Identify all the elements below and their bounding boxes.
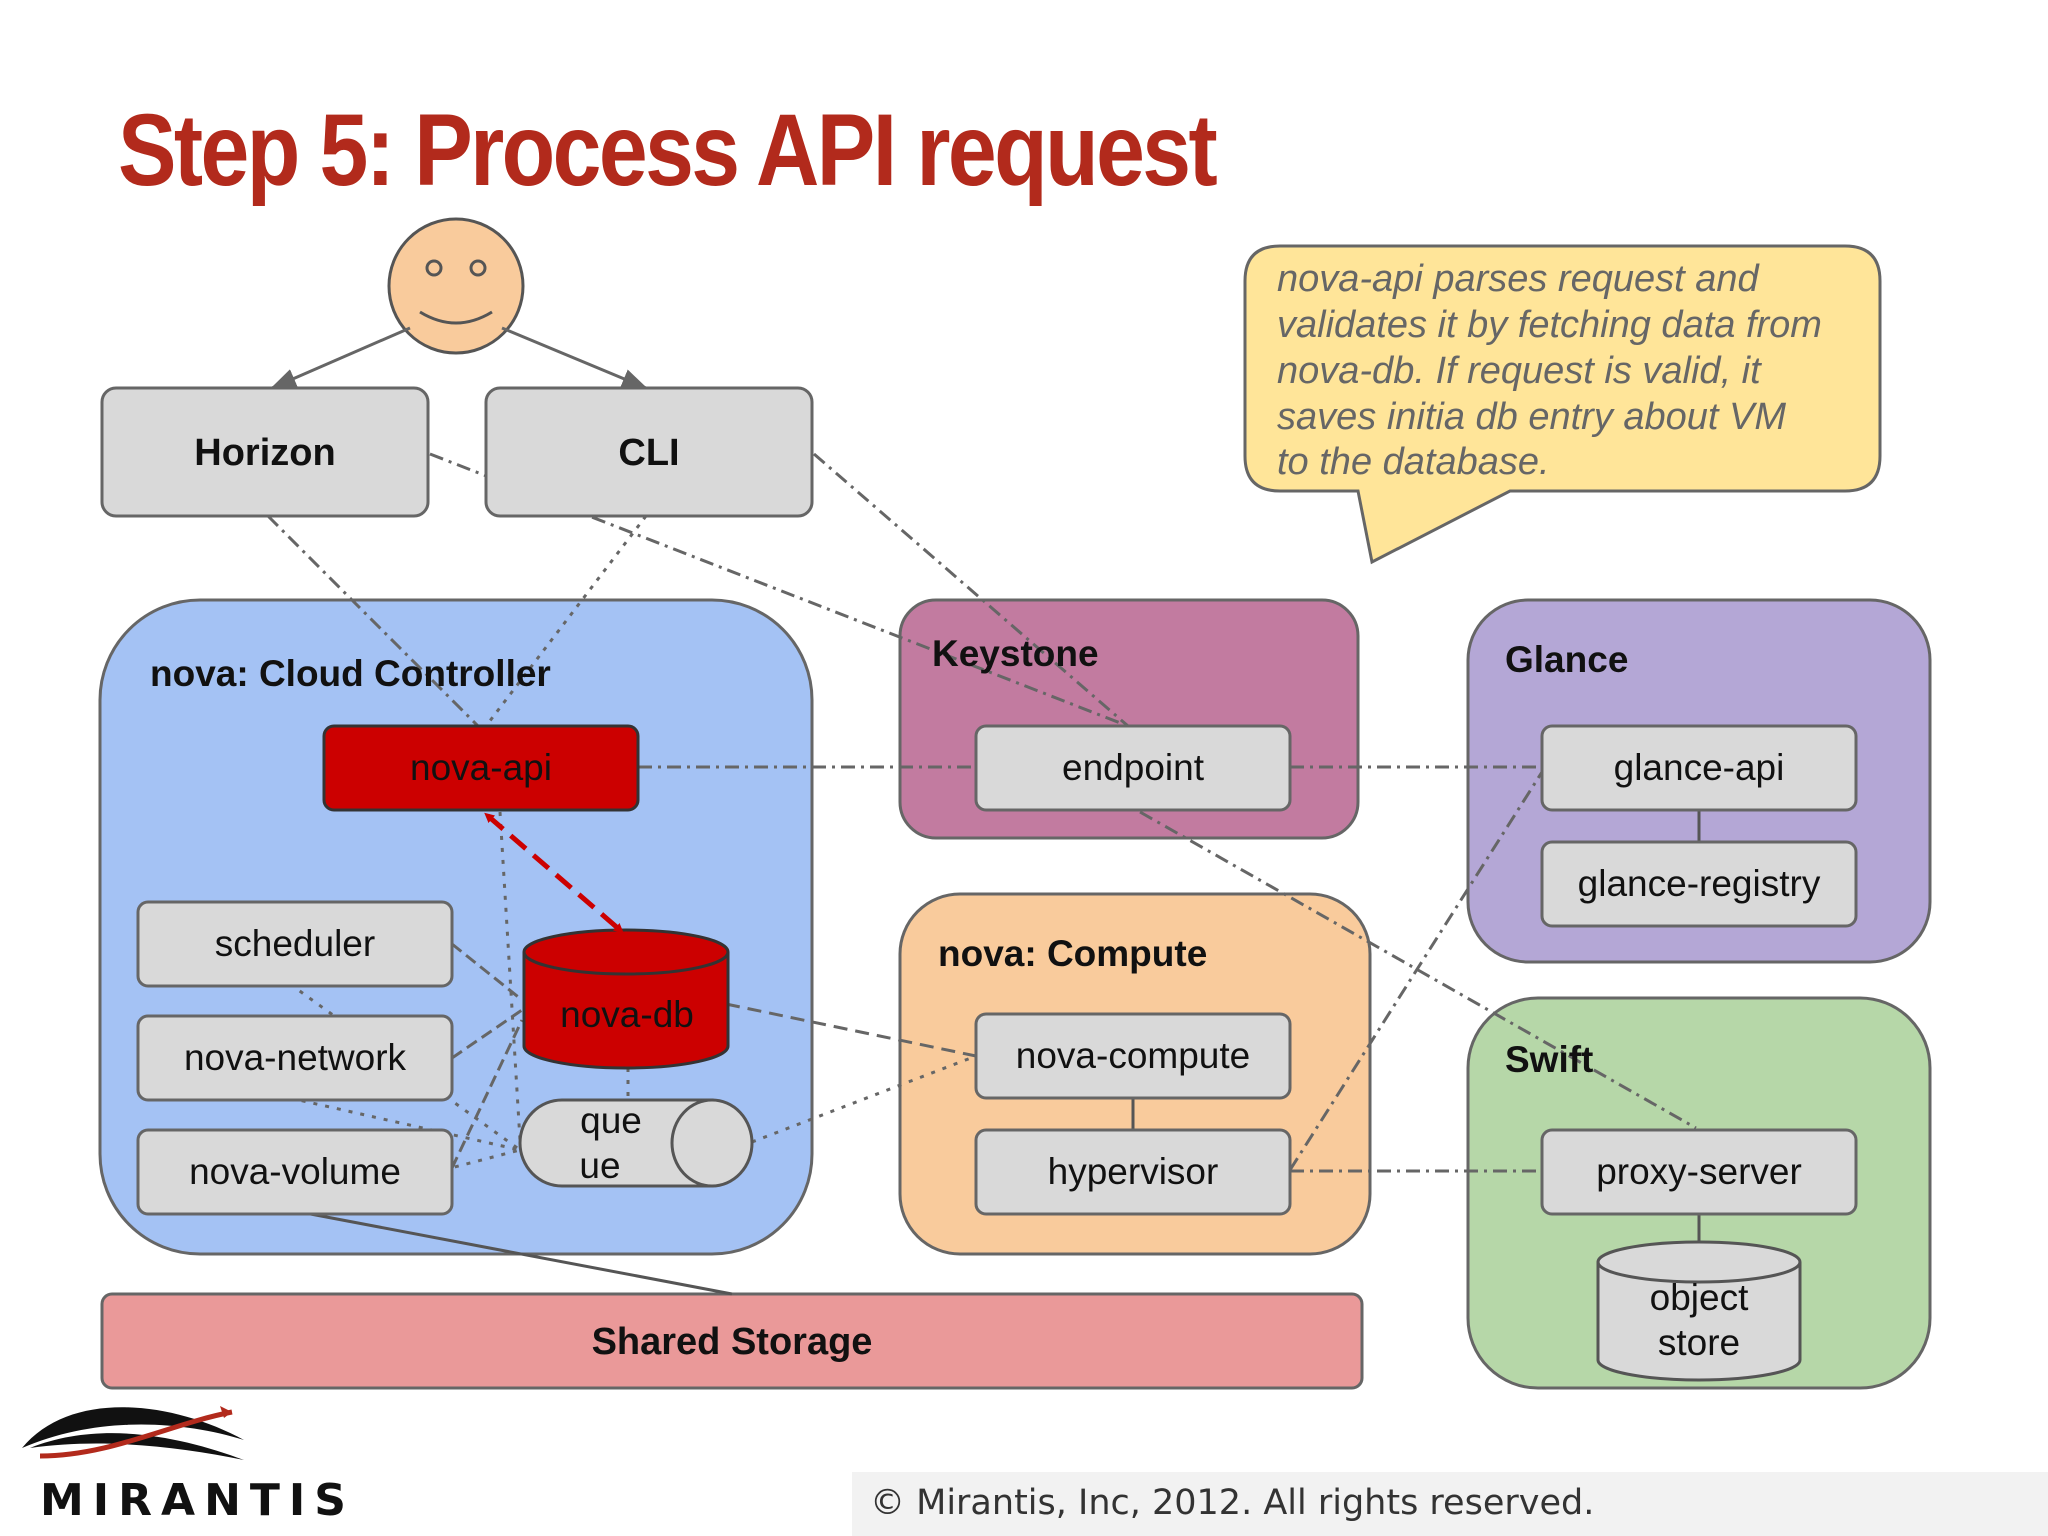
horizon-to-nova-api-link [266, 514, 480, 728]
copyright-bar [852, 1472, 2048, 1536]
queue-label-top: que [580, 1100, 642, 1141]
compute-title: nova: Compute [938, 933, 1207, 974]
object-store-cylinder [1596, 1240, 1802, 1382]
volume-to-shared-storage-link [299, 1210, 733, 1296]
callout-bubble [1243, 244, 1882, 565]
glance-registry-box [1540, 840, 1858, 928]
hypervisor-label: hypervisor [1048, 1151, 1219, 1192]
copyright-text: © Mirantis, Inc, 2012. All rights reserv… [870, 1483, 1595, 1523]
callout-line-4: saves initia db entry about VM [1277, 396, 1786, 438]
endpoint-label: endpoint [1062, 747, 1205, 788]
scheduler-box [136, 900, 454, 988]
cloud-controller-title: nova: Cloud Controller [150, 653, 551, 694]
queue-label-bottom: ue [579, 1145, 620, 1186]
network-to-db-link [451, 1008, 523, 1060]
callout-line-2: validates it by fetching data from [1277, 304, 1822, 346]
nova-volume-label: nova-volume [189, 1151, 401, 1192]
nova-db-cylinder [522, 928, 730, 1070]
hypervisor-box [974, 1128, 1292, 1216]
user-to-cli-arrow [501, 326, 648, 390]
endpoint-box [974, 724, 1292, 812]
page-title: Step 5: Process API request [118, 93, 1218, 207]
shared-storage-label: Shared Storage [592, 1321, 873, 1363]
mirantis-logo-text: MIRANTIS [40, 1475, 355, 1526]
swift-title: Swift [1505, 1039, 1593, 1080]
callout-line-1: nova-api parses request and [1277, 258, 1761, 300]
horizon-button[interactable] [100, 386, 430, 518]
nova-network-box [136, 1014, 454, 1102]
nova-api-label: nova-api [410, 747, 552, 788]
scheduler-to-db-link [451, 942, 523, 1002]
callout-line-3: nova-db. If request is valid, it [1277, 350, 1762, 392]
glance-registry-label: glance-registry [1578, 863, 1821, 904]
nova-compute-box [974, 1012, 1292, 1100]
queue-cylinder [518, 1098, 754, 1188]
cli-label: CLI [618, 432, 679, 474]
nova-api-box [322, 724, 640, 812]
callout-line-5: to the database. [1277, 441, 1550, 483]
scheduler-label: scheduler [215, 923, 375, 964]
object-store-label-top: object [1650, 1277, 1749, 1318]
cli-to-nova-api-link [484, 515, 648, 727]
glance-title: Glance [1505, 639, 1628, 680]
volume-to-db-link [450, 1019, 524, 1169]
nova-compute-label: nova-compute [1016, 1035, 1250, 1076]
network-to-queue-link [289, 1096, 521, 1152]
horizon-label: Horizon [194, 432, 335, 474]
proxy-server-label: proxy-server [1596, 1151, 1802, 1192]
mirantis-logo-icon [22, 1406, 244, 1460]
volume-to-queue-link [419, 1148, 521, 1178]
hypervisor-to-glance-api-link [1288, 771, 1544, 1171]
keystone-title: Keystone [932, 633, 1099, 674]
nova-db-label: nova-db [560, 994, 694, 1035]
queue-to-compute-link [751, 1054, 977, 1144]
cli-to-endpoint-link [813, 452, 1129, 728]
cli-button[interactable] [484, 386, 814, 518]
smiley-face-icon [387, 217, 525, 355]
user-to-horizon-arrow [270, 326, 411, 390]
proxy-server-box [1540, 1128, 1858, 1216]
object-store-label-bottom: store [1658, 1322, 1740, 1363]
glance-api-box [1540, 724, 1858, 812]
nova-network-label: nova-network [184, 1037, 407, 1078]
glance-api-label: glance-api [1614, 747, 1785, 788]
nova-volume-box [136, 1128, 454, 1216]
